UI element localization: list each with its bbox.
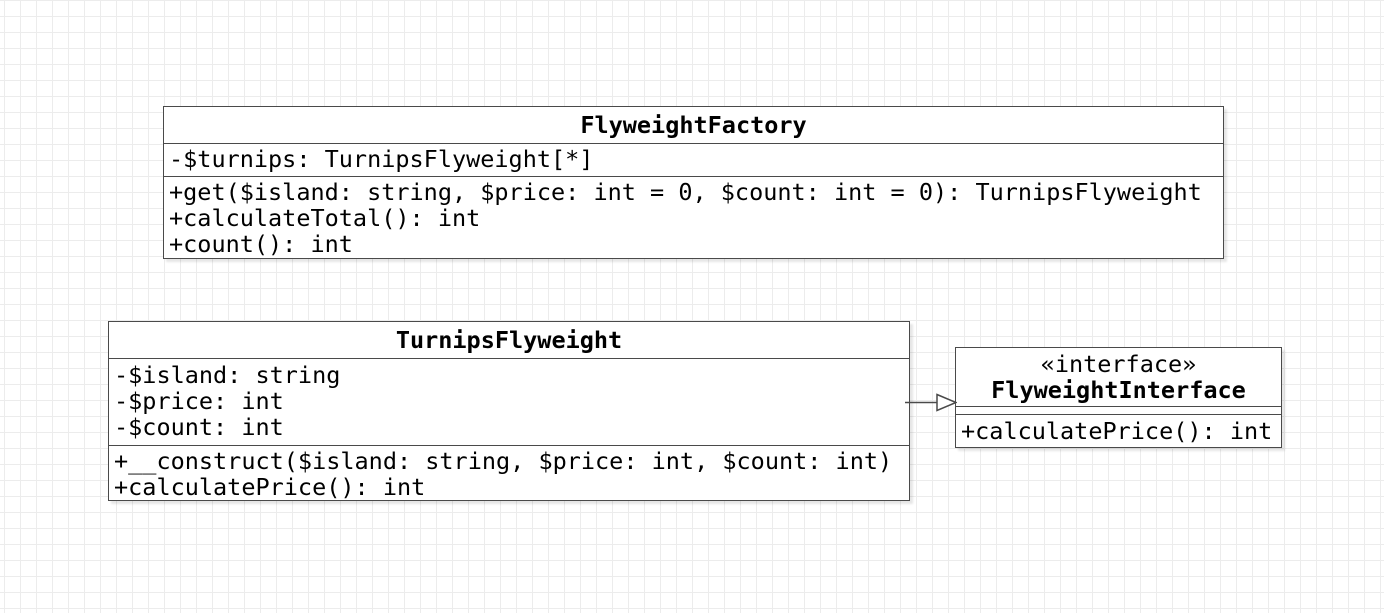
uml-method: +calculatePrice(): int (961, 417, 1273, 445)
uml-attribute: -$count: int (114, 413, 284, 441)
class-box-flyweight-interface[interactable]: «interface» FlyweightInterface +calculat… (955, 347, 1282, 448)
uml-attribute: -$island: string (114, 361, 341, 389)
class-title-section: FlyweightFactory (164, 107, 1223, 143)
uml-attribute: -$price: int (114, 387, 284, 415)
uml-method: +calculatePrice(): int (114, 473, 426, 500)
class-attributes-section: -$turnips: TurnipsFlyweight[*] (164, 143, 1223, 176)
class-methods-section: +calculatePrice(): int (956, 414, 1281, 447)
realization-arrow[interactable] (905, 389, 957, 416)
class-title-section: TurnipsFlyweight (109, 322, 909, 358)
class-attributes-section: -$island: string -$price: int -$count: i… (109, 358, 909, 445)
class-stereotype: «interface» (1040, 350, 1197, 378)
uml-method: +get($island: string, $price: int = 0, $… (169, 178, 1202, 206)
class-methods-section: +get($island: string, $price: int = 0, $… (164, 176, 1223, 258)
class-attributes-section-empty (956, 406, 1281, 414)
class-name: FlyweightFactory (580, 111, 807, 139)
uml-method: +__construct($island: string, $price: in… (114, 447, 893, 475)
class-title-section: «interface» FlyweightInterface (956, 348, 1281, 406)
class-methods-section: +__construct($island: string, $price: in… (109, 445, 909, 500)
uml-method: +count(): int (169, 230, 353, 258)
class-name: FlyweightInterface (991, 376, 1246, 404)
uml-attribute: -$turnips: TurnipsFlyweight[*] (169, 145, 594, 173)
class-name: TurnipsFlyweight (395, 326, 623, 354)
class-box-flyweight-factory[interactable]: FlyweightFactory -$turnips: TurnipsFlywe… (163, 106, 1224, 259)
class-box-turnips-flyweight[interactable]: TurnipsFlyweight -$island: string -$pric… (108, 321, 910, 501)
uml-method: +calculateTotal(): int (169, 204, 481, 232)
hollow-triangle-arrowhead-icon (936, 393, 957, 412)
